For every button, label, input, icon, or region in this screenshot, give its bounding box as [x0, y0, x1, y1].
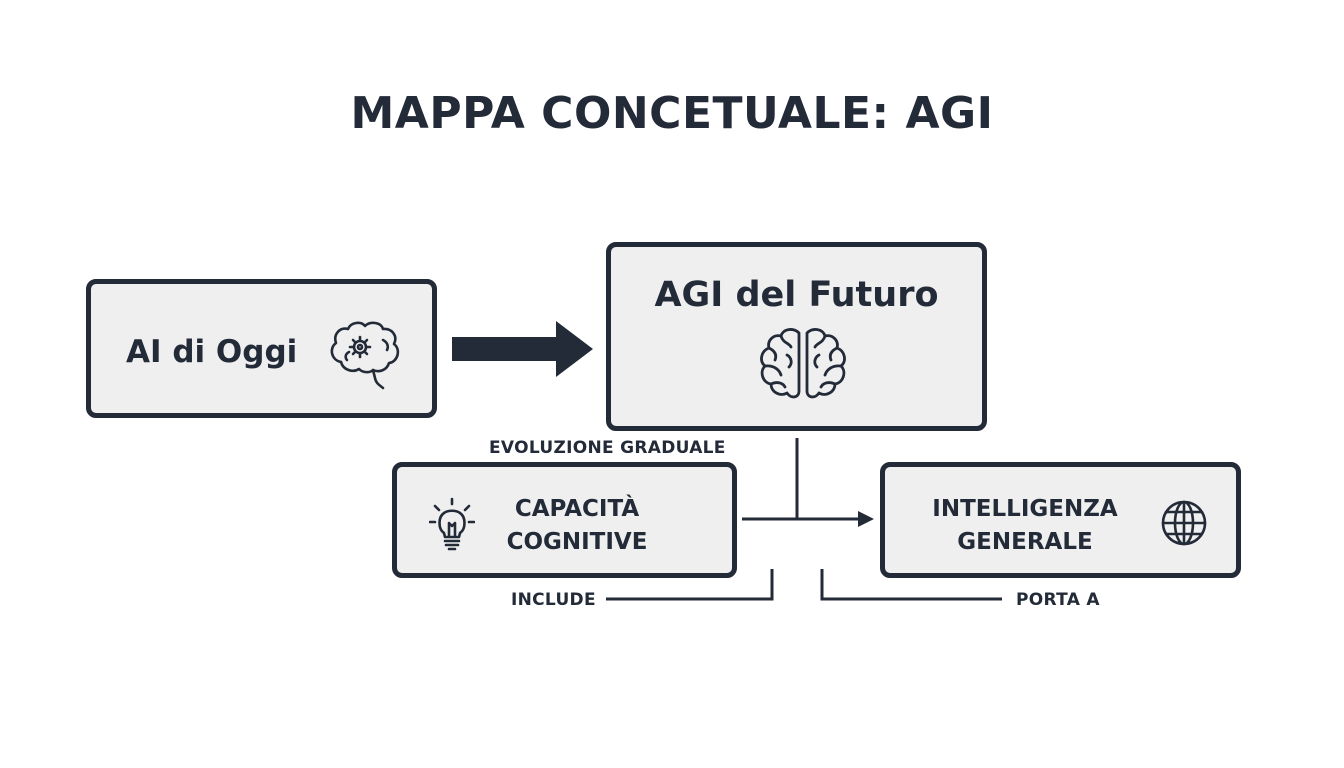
node-cognitive-capacity-line2: COGNITIVE [506, 529, 648, 555]
branch-arrowhead [858, 511, 874, 527]
node-agi-future: AGI del Futuro [606, 242, 987, 431]
node-ai-today-label: AI di Oggi [126, 334, 298, 370]
node-general-intelligence-line1: INTELLIGENZA [932, 496, 1118, 522]
node-cognitive-capacity-label: CAPACITÀ COGNITIVE [487, 493, 667, 559]
branch-connector [742, 438, 860, 521]
lightbulb-icon [428, 497, 476, 555]
main-arrow [452, 321, 593, 377]
edge-label-evolution: EVOLUZIONE GRADUALE [489, 438, 726, 458]
node-general-intelligence-line2: GENERALE [957, 529, 1093, 555]
node-cognitive-capacity: CAPACITÀ COGNITIVE [392, 462, 737, 578]
node-cognitive-capacity-line1: CAPACITÀ [514, 496, 640, 522]
node-agi-future-label: AGI del Futuro [654, 275, 939, 315]
brain-icon [753, 325, 853, 409]
page-title: MAPPA CONCETUALE: AGI [350, 88, 994, 139]
bracket-connectors [606, 569, 1002, 601]
brain-gear-icon [327, 318, 407, 394]
edge-label-includes: INCLUDE [511, 590, 596, 610]
node-general-intelligence: INTELLIGENZA GENERALE [880, 462, 1241, 578]
globe-icon [1160, 499, 1208, 551]
node-general-intelligence-label: INTELLIGENZA GENERALE [925, 493, 1125, 559]
edge-label-leads-to: PORTA A [1016, 590, 1100, 610]
node-ai-today: AI di Oggi [86, 279, 437, 418]
